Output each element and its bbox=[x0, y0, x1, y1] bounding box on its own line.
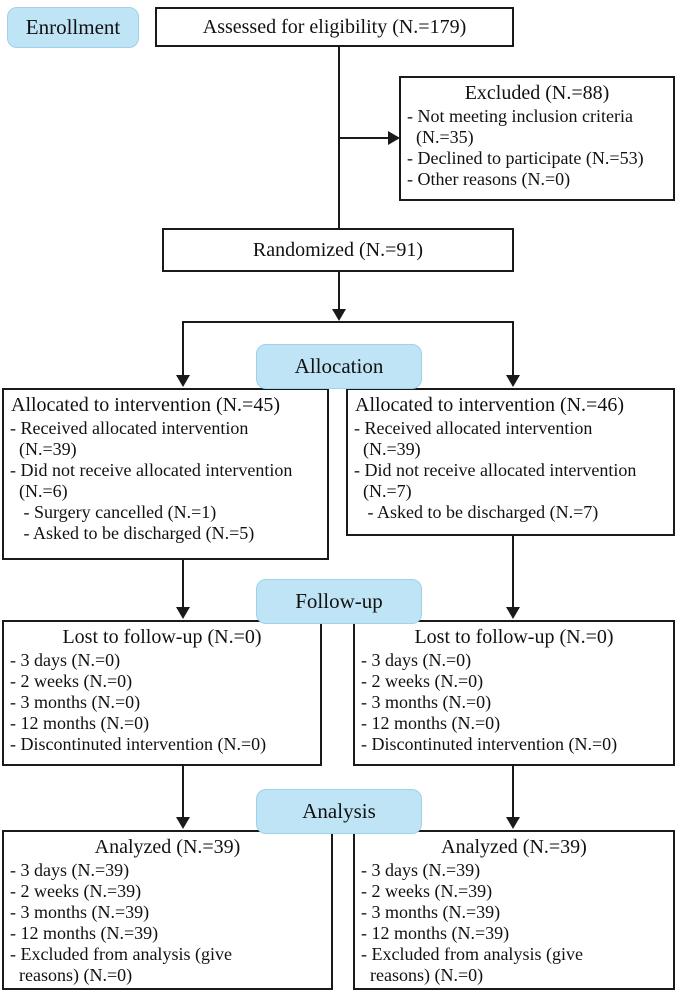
followup-stage-badge: Follow-up bbox=[256, 579, 422, 624]
connector-line-to-excluded bbox=[338, 137, 388, 139]
followup-item: - 2 weeks (N.=0) bbox=[10, 671, 133, 691]
followup-item: - 12 months (N.=0) bbox=[361, 713, 501, 733]
excluded-item: - Not meeting inclusion criteria (N.=35) bbox=[407, 106, 633, 147]
analysis-right-title: Analyzed (N.=39) bbox=[441, 836, 587, 858]
analysis-item: - Excluded from analysis (give reasons) … bbox=[10, 944, 232, 985]
followup-left-items: - 3 days (N.=0) - 2 weeks (N.=0) - 3 mon… bbox=[4, 650, 320, 755]
analysis-item: - 2 weeks (N.=39) bbox=[361, 881, 493, 901]
assessed-box: Assessed for eligibility (N.=179) bbox=[155, 7, 514, 47]
arrowhead-right-icon bbox=[388, 131, 400, 145]
arrowhead-down-icon bbox=[506, 817, 520, 829]
analysis-item: - 3 months (N.=39) bbox=[361, 902, 501, 922]
connector-line-right bbox=[512, 536, 514, 608]
followup-right-items: - 3 days (N.=0) - 2 weeks (N.=0) - 3 mon… bbox=[355, 650, 673, 755]
allocation-stage-badge: Allocation bbox=[256, 344, 422, 389]
allocation-item: - Received allocated intervention (N.=39… bbox=[10, 418, 249, 459]
analysis-stage-badge: Analysis bbox=[256, 789, 422, 834]
analysis-item: - 3 months (N.=39) bbox=[10, 902, 150, 922]
allocation-item: - Did not receive allocated intervention… bbox=[354, 460, 637, 501]
split-line-horizontal bbox=[182, 321, 514, 323]
followup-left-box: Lost to follow-up (N.=0) - 3 days (N.=0)… bbox=[2, 620, 322, 766]
followup-item: - Discontinuted intervention (N.=0) bbox=[361, 734, 618, 754]
arrowhead-down-icon bbox=[506, 607, 520, 619]
randomized-box: Randomized (N.=91) bbox=[162, 228, 514, 272]
allocation-left-box: Allocated to intervention (N.=45) - Rece… bbox=[2, 388, 329, 560]
allocation-item: - Surgery cancelled (N.=1) bbox=[10, 502, 217, 522]
allocation-right-box: Allocated to intervention (N.=46) - Rece… bbox=[346, 388, 675, 536]
excluded-item: - Declined to participate (N.=53) bbox=[407, 148, 644, 168]
followup-left-title: Lost to follow-up (N.=0) bbox=[62, 626, 262, 648]
allocation-item: - Asked to be discharged (N.=5) bbox=[10, 523, 255, 543]
allocation-right-items: - Received allocated intervention (N.=39… bbox=[348, 418, 673, 523]
allocation-right-title: Allocated to intervention (N.=46) bbox=[355, 394, 624, 416]
excluded-box: Excluded (N.=88) - Not meeting inclusion… bbox=[399, 76, 675, 201]
allocation-item: - Asked to be discharged (N.=7) bbox=[354, 502, 599, 522]
followup-item: - 2 weeks (N.=0) bbox=[361, 671, 484, 691]
followup-item: - 3 months (N.=0) bbox=[361, 692, 492, 712]
analysis-item: - 2 weeks (N.=39) bbox=[10, 881, 142, 901]
arrowhead-down-icon bbox=[506, 375, 520, 387]
excluded-title: Excluded (N.=88) bbox=[464, 82, 610, 104]
analysis-right-box: Analyzed (N.=39) - 3 days (N.=39) - 2 we… bbox=[353, 830, 675, 990]
followup-item: - 3 months (N.=0) bbox=[10, 692, 141, 712]
followup-right-box: Lost to follow-up (N.=0) - 3 days (N.=0)… bbox=[353, 620, 675, 766]
analysis-item: - 12 months (N.=39) bbox=[361, 923, 510, 943]
analysis-item: - 3 days (N.=39) bbox=[361, 860, 481, 880]
analysis-item: - 3 days (N.=39) bbox=[10, 860, 130, 880]
analysis-item: - 12 months (N.=39) bbox=[10, 923, 159, 943]
randomized-title: Randomized (N.=91) bbox=[252, 238, 424, 261]
arrowhead-down-icon bbox=[176, 375, 190, 387]
connector-line-left bbox=[182, 560, 184, 608]
allocation-item: - Did not receive allocated intervention… bbox=[10, 460, 293, 501]
arrowhead-down-icon bbox=[332, 309, 346, 321]
connector-line-left bbox=[182, 321, 184, 375]
analysis-item: - Excluded from analysis (give reasons) … bbox=[361, 944, 583, 985]
connector-line-left bbox=[182, 766, 184, 818]
enrollment-stage-badge: Enrollment bbox=[7, 7, 139, 48]
arrowhead-down-icon bbox=[176, 817, 190, 829]
analysis-left-items: - 3 days (N.=39) - 2 weeks (N.=39) - 3 m… bbox=[4, 860, 331, 986]
connector-line-vertical bbox=[338, 272, 340, 310]
analysis-left-title: Analyzed (N.=39) bbox=[94, 836, 241, 858]
assessed-title: Assessed for eligibility (N.=179) bbox=[202, 15, 467, 38]
followup-item: - 12 months (N.=0) bbox=[10, 713, 150, 733]
allocation-item: - Received allocated intervention (N.=39… bbox=[354, 418, 593, 459]
allocation-left-items: - Received allocated intervention (N.=39… bbox=[4, 418, 327, 544]
connector-line-right bbox=[512, 321, 514, 375]
followup-item: - Discontinuted intervention (N.=0) bbox=[10, 734, 267, 754]
analysis-right-items: - 3 days (N.=39) - 2 weeks (N.=39) - 3 m… bbox=[355, 860, 673, 986]
excluded-items: - Not meeting inclusion criteria (N.=35)… bbox=[401, 106, 673, 190]
analysis-left-box: Analyzed (N.=39) - 3 days (N.=39) - 2 we… bbox=[2, 830, 333, 990]
arrowhead-down-icon bbox=[176, 607, 190, 619]
followup-right-title: Lost to follow-up (N.=0) bbox=[414, 626, 614, 648]
connector-line-right bbox=[512, 766, 514, 818]
followup-item: - 3 days (N.=0) bbox=[10, 650, 121, 670]
excluded-item: - Other reasons (N.=0) bbox=[407, 169, 571, 189]
followup-item: - 3 days (N.=0) bbox=[361, 650, 472, 670]
allocation-left-title: Allocated to intervention (N.=45) bbox=[11, 394, 280, 416]
